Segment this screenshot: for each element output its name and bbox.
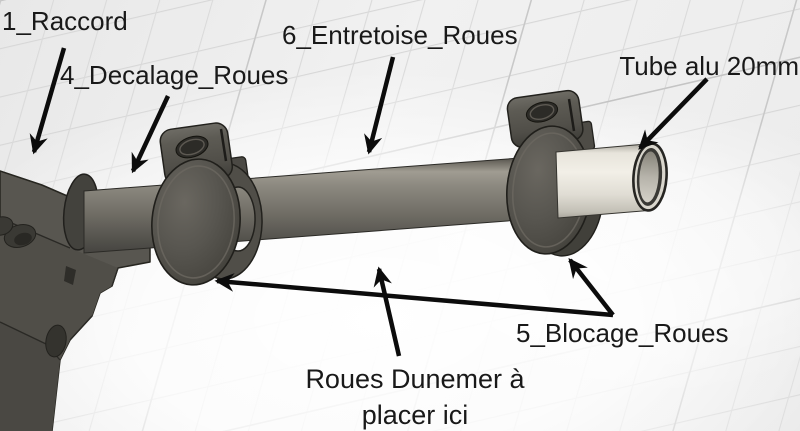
tube-end-opening [632,142,668,212]
label-roues-line1: Roues Dunemer à [305,364,525,394]
part-tube-alu [555,142,668,219]
collar-flange [151,158,241,286]
part-decalage-collar [151,122,241,286]
arrow-tube [638,77,709,150]
label-entretoise: 6_Entretoise_Roues [282,20,518,50]
arrow-decalage [130,95,171,174]
label-blocage: 5_Blocage_Roues [516,318,729,348]
label-decalage: 4_Decalage_Roues [60,60,289,90]
arrow-blocage-left [214,273,614,318]
bracket-notch [64,266,76,285]
arrow-entretoise [364,56,396,155]
label-tube-alu: Tube alu 20mm [619,51,799,81]
clamp-slit [219,128,228,162]
arrow-blocage-right [568,258,615,317]
arrow-roues [373,266,402,357]
annotation-arrows [29,47,709,357]
clamp-screw-hole [525,101,559,123]
bracket-screw-hole-2 [0,216,14,236]
bracket-oval-hole [45,324,67,358]
label-raccord: 1_Raccord [2,6,128,36]
bracket-screw-hole [3,224,37,248]
label-roues-dunemer: Roues Dunemer à placer ici [250,361,580,431]
arrow-raccord [29,47,67,155]
label-roues-line2: placer ici [361,400,469,430]
clamp-screw-hole [175,135,209,159]
clamp-slit [567,98,576,132]
